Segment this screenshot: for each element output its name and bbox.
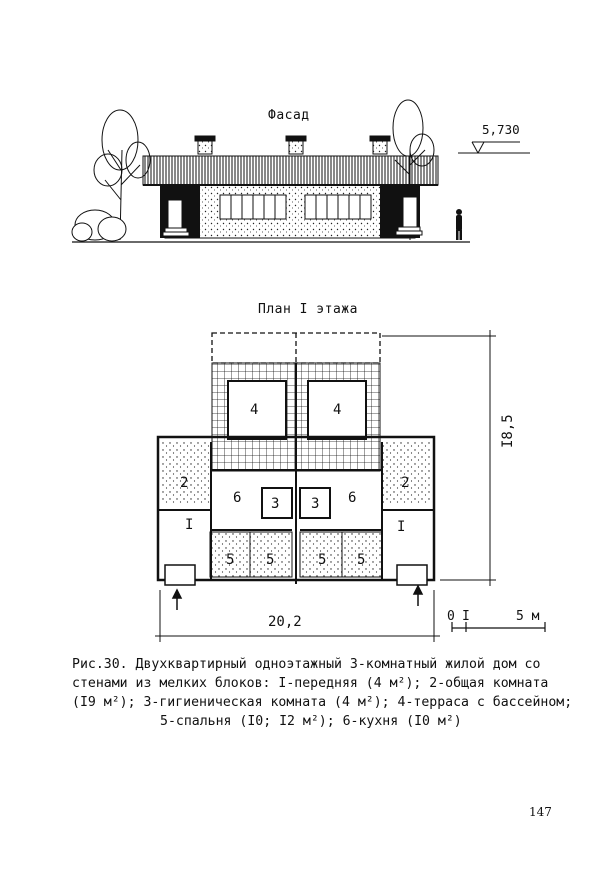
- width-dimension: [155, 590, 440, 642]
- room-label-bed-d: 5: [357, 552, 366, 568]
- room-label-kitchen-right: 6: [348, 490, 357, 506]
- bedroom-b: [249, 531, 293, 578]
- human-figure: [456, 209, 462, 240]
- entry-arrows: [171, 584, 424, 610]
- bedroom-c: [299, 531, 343, 578]
- room-label-common-right: 2: [401, 475, 410, 491]
- elevation-marker: [458, 141, 530, 154]
- room-label-common-left: 2: [180, 475, 189, 491]
- scale-label-one: I: [462, 609, 470, 624]
- windows: [219, 194, 372, 220]
- figure-caption: Рис.30. Двухквартирный одноэтажный 3-ком…: [72, 655, 573, 731]
- common-room-left: [161, 442, 211, 504]
- pergola-outline: [211, 332, 381, 364]
- common-room-right: [382, 442, 432, 504]
- scale-bar: [451, 622, 546, 632]
- caption-line-1: Рис.30. Двухквартирный одноэтажный 3-ком…: [72, 657, 541, 672]
- depth-dimension: [382, 330, 496, 586]
- caption-line-3: (I9 м²); 3-гигиеническая комната (4 м²);…: [72, 695, 573, 710]
- caption-line-4: 5-спальня (I0; I2 м²); 6-кухня (I0 м²): [160, 714, 462, 729]
- room-label-bed-b: 5: [266, 552, 275, 568]
- bedroom-a: [209, 531, 251, 578]
- page-number: 147: [529, 805, 552, 819]
- bush-left: [71, 209, 127, 242]
- room-label-kitchen-left: 6: [233, 490, 242, 506]
- room-label-terrace-right: 4: [333, 402, 342, 418]
- caption-line-2: стенами из мелких блоков: I-передняя (4 …: [72, 676, 549, 691]
- chimneys: [194, 135, 391, 155]
- interior-walls: [158, 442, 434, 580]
- tree-left: [93, 109, 151, 241]
- pool-left: [227, 380, 287, 440]
- outer-walls: [156, 363, 436, 584]
- room-label-bath-right: 3: [311, 496, 320, 512]
- bedroom-d: [341, 531, 383, 578]
- width-dimension-label: 20,2: [268, 614, 302, 630]
- facade-drawing: [71, 99, 530, 243]
- room-label-bed-a: 5: [226, 552, 235, 568]
- elevation-value: 5,730: [482, 122, 520, 137]
- scale-label-five: 5 м: [516, 609, 540, 624]
- room-label-hall-right: I: [397, 519, 406, 535]
- plan-title: План I этажа: [258, 302, 358, 317]
- floor-plan: [155, 330, 546, 642]
- depth-dimension-label: I8,5: [500, 414, 516, 448]
- room-label-bath-left: 3: [271, 496, 280, 512]
- room-label-bed-c: 5: [318, 552, 327, 568]
- room-label-terrace-left: 4: [250, 402, 259, 418]
- scale-label-zero: 0: [447, 609, 455, 624]
- facade-title: Фасад: [268, 108, 310, 123]
- entry-vestibules: [164, 564, 428, 586]
- wall: [160, 184, 423, 239]
- pool-right: [307, 380, 367, 440]
- room-label-hall-left: I: [185, 517, 194, 533]
